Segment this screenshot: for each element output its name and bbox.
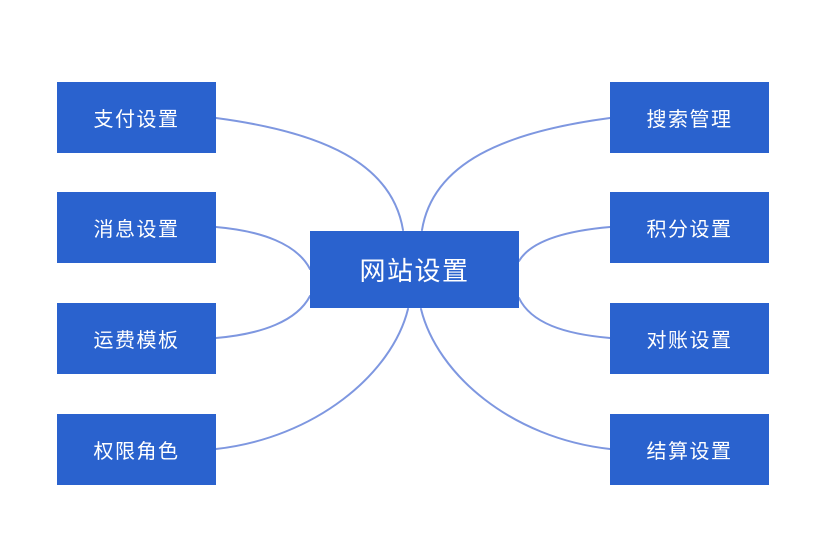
node-permission-roles[interactable]: 权限角色 xyxy=(57,414,216,485)
connector-permission-roles xyxy=(215,308,409,450)
node-reconciliation-settings-label: 对账设置 xyxy=(646,330,733,352)
node-points-settings[interactable]: 积分设置 xyxy=(610,192,769,263)
node-reconciliation-settings[interactable]: 对账设置 xyxy=(610,303,769,374)
node-message-settings[interactable]: 消息设置 xyxy=(57,192,216,263)
node-payment-settings[interactable]: 支付设置 xyxy=(57,82,216,153)
node-shipping-template-label: 运费模板 xyxy=(93,330,180,352)
node-shipping-template[interactable]: 运费模板 xyxy=(57,303,216,374)
connector-shipping-template xyxy=(215,295,311,339)
node-settlement-settings[interactable]: 结算设置 xyxy=(610,414,769,485)
node-permission-roles-label: 权限角色 xyxy=(93,441,180,463)
connector-reconciliation-settings xyxy=(518,297,611,339)
node-website-settings[interactable]: 网站设置 xyxy=(310,231,519,308)
node-payment-settings-label: 支付设置 xyxy=(93,109,180,131)
node-message-settings-label: 消息设置 xyxy=(93,219,180,241)
node-website-settings-label: 网站设置 xyxy=(359,256,470,286)
node-search-management[interactable]: 搜索管理 xyxy=(610,82,769,153)
connector-message-settings xyxy=(215,226,311,270)
node-points-settings-label: 积分设置 xyxy=(646,219,733,241)
connector-payment-settings xyxy=(215,117,404,231)
node-settlement-settings-label: 结算设置 xyxy=(646,441,733,463)
connector-points-settings xyxy=(518,226,611,262)
connector-search-management xyxy=(421,117,611,231)
connector-settlement-settings xyxy=(420,308,611,450)
node-search-management-label: 搜索管理 xyxy=(646,109,733,131)
